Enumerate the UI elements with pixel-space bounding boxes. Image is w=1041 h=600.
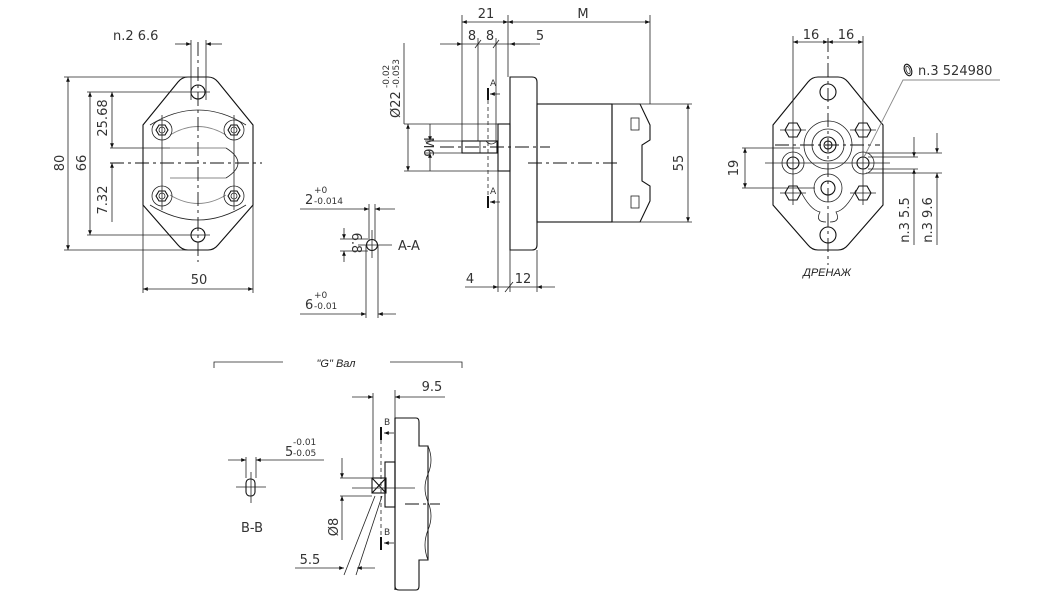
dim-25-68: 25.68 [96, 99, 111, 136]
seal-label: n.3 524980 [918, 64, 992, 79]
key-width-upper-tol: +0 [314, 186, 328, 196]
side-view: A A 21 M 8 8 5 Ø22 -0.02 -0.053 M6 [382, 7, 692, 293]
o-ring-icon [903, 63, 913, 77]
shaft-g-title: "G" Вал [317, 358, 356, 370]
drain-label: ДРЕНАЖ [801, 267, 852, 279]
dim-7-32: 7.32 [96, 186, 111, 215]
dim-8-b: 8 [486, 29, 494, 44]
dim-5-5: 5.5 [300, 553, 321, 568]
dim-55: 55 [672, 155, 687, 172]
section-mark-b-bottom: B [384, 528, 390, 538]
key-width-5-lower-tol: -0.05 [293, 449, 316, 459]
dim-21: 21 [478, 7, 495, 22]
key-width-5-upper-tol: -0.01 [293, 438, 316, 448]
dim-5: 5 [536, 29, 544, 44]
section-a-a: A-A 2 +0 -0.014 6.8 6 +0 -0.01 [300, 186, 420, 318]
dim-6-8: 6.8 [348, 233, 363, 254]
rear-port-view: 16 16 n.3 524980 19 n.3 5.5 n.3 9.6 ДРЕН… [727, 28, 1000, 279]
section-b-b-title: B-B [241, 521, 263, 536]
dim-width-50: 50 [191, 273, 208, 288]
dim-port-5-5: n.3 5.5 [898, 197, 913, 242]
dim-pilot-lower-tol: -0.053 [392, 59, 402, 88]
dim-8-a: 8 [468, 29, 476, 44]
section-a-a-title: A-A [398, 239, 420, 254]
dim-pilot-upper-tol: -0.02 [382, 65, 392, 88]
dim-thread-M6: M6 [420, 137, 435, 157]
section-mark-a-top: A [490, 79, 497, 89]
front-flange-view: n.2 6.6 80 66 25.68 7.32 50 [53, 29, 262, 293]
dim-height-80: 80 [53, 155, 68, 172]
shaft-dia-upper-tol: +0 [314, 291, 328, 301]
holes-dimension-label: n.2 6.6 [113, 29, 158, 44]
key-width-lower-tol: -0.014 [314, 197, 343, 207]
dim-pilot-diameter: Ø22 [389, 91, 404, 118]
dim-port-9-6: n.3 9.6 [921, 197, 936, 242]
dim-4: 4 [466, 272, 474, 287]
section-mark-b-top: B [384, 418, 390, 428]
dim-19: 19 [727, 160, 742, 177]
dim-66: 66 [75, 155, 90, 172]
key-width-value: 2 [305, 193, 313, 208]
key-width-5-value: 5 [285, 445, 293, 460]
shaft-dia-value: 6 [305, 298, 313, 313]
dim-9-5: 9.5 [422, 380, 443, 395]
dim-dia-8: Ø8 [327, 518, 342, 537]
section-mark-a-bottom: A [490, 187, 497, 197]
dim-16-right: 16 [838, 28, 855, 43]
dim-12: 12 [515, 272, 532, 287]
dim-M: M [577, 7, 588, 22]
shaft-g-detail: "G" Вал Ø8 9.5 B B 5.5 [213, 358, 463, 591]
shaft-dia-lower-tol: -0.01 [314, 302, 337, 312]
dim-16-left: 16 [803, 28, 820, 43]
